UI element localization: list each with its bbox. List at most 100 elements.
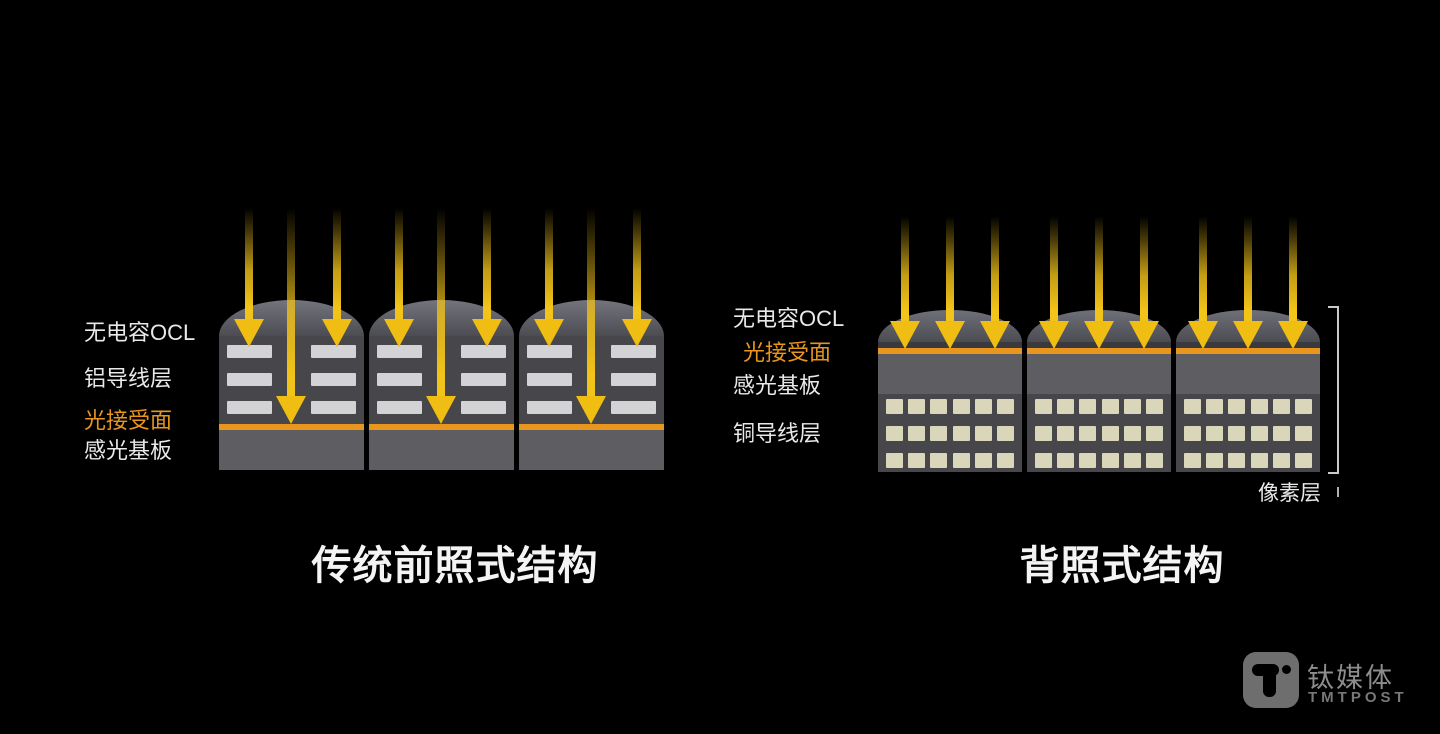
copper-pad: [930, 426, 948, 441]
label-fsi-light-surface: 光接受面: [84, 408, 173, 433]
copper-pad: [886, 453, 903, 468]
substrate-layer: [219, 430, 364, 470]
copper-pad: [1057, 399, 1075, 414]
substrate-layer: [519, 430, 664, 470]
light-ray-arrowhead: [1233, 321, 1263, 349]
aluminum-wiring-bar: [311, 401, 356, 414]
copper-pad: [1184, 399, 1201, 414]
substrate-layer: [369, 430, 514, 470]
aluminum-wiring-bar: [461, 345, 506, 358]
copper-pad: [908, 399, 926, 414]
light-ray-arrowhead: [980, 321, 1010, 349]
copper-pad: [930, 453, 948, 468]
light-ray-arrowhead: [1039, 321, 1069, 349]
light-ray-shaft: [587, 208, 595, 398]
copper-pad-row: [886, 399, 1014, 414]
copper-pad: [1079, 453, 1097, 468]
light-ray-arrowhead: [622, 319, 652, 347]
light-ray-arrowhead: [576, 396, 606, 424]
label-fsi-substrate: 感光基板: [84, 438, 173, 463]
light-ray-shaft: [1199, 216, 1207, 323]
copper-pad: [974, 453, 992, 468]
copper-pad: [1184, 453, 1201, 468]
copper-pad: [1101, 453, 1119, 468]
copper-pad: [1206, 453, 1224, 468]
copper-pad: [1272, 399, 1290, 414]
light-ray-arrowhead: [1278, 321, 1308, 349]
watermark-en-text: TMTPOST: [1308, 689, 1408, 706]
bsi-title: 背照式结构: [1019, 544, 1225, 588]
copper-pad: [1184, 426, 1201, 441]
copper-wiring-section: [878, 394, 1022, 472]
copper-pad-row: [886, 426, 1014, 441]
copper-pad: [1294, 399, 1312, 414]
light-ray-shaft: [901, 216, 909, 323]
aluminum-wiring-bar: [611, 401, 656, 414]
copper-pad-row: [1184, 453, 1312, 468]
aluminum-wiring-bar: [461, 401, 506, 414]
light-ray-shaft: [1050, 216, 1058, 323]
aluminum-wiring-bar: [227, 401, 272, 414]
label-bsi-ocl: 无电容OCL: [733, 306, 845, 331]
label-pixel-layer: 像素层: [1258, 482, 1321, 505]
light-ray-shaft: [483, 208, 491, 321]
light-ray-arrowhead: [534, 319, 564, 347]
copper-pad: [1294, 426, 1312, 441]
copper-pad: [952, 426, 970, 441]
watermark-cn-text: 钛媒体: [1307, 663, 1394, 693]
light-ray-shaft: [1244, 216, 1252, 323]
copper-pad-row: [1035, 399, 1163, 414]
aluminum-wiring-bar: [377, 401, 422, 414]
light-receiving-surface-line: [878, 348, 1022, 354]
copper-pad: [1228, 426, 1246, 441]
substrate-layer: [1176, 354, 1320, 394]
light-receiving-surface-line: [519, 424, 664, 430]
light-receiving-surface-line: [219, 424, 364, 430]
copper-pad: [996, 399, 1014, 414]
aluminum-wiring-bar: [611, 373, 656, 386]
copper-pad-row: [1035, 426, 1163, 441]
copper-pad-row: [1035, 453, 1163, 468]
fsi-title: 传统前照式结构: [311, 544, 599, 588]
label-bsi-substrate: 感光基板: [733, 373, 822, 398]
aluminum-wiring-bar: [311, 345, 356, 358]
light-ray-arrowhead: [322, 319, 352, 347]
light-ray-shaft: [1095, 216, 1103, 323]
copper-pad: [974, 426, 992, 441]
copper-wiring-section: [1027, 394, 1171, 472]
aluminum-wiring-bar: [527, 373, 572, 386]
copper-pad: [886, 399, 903, 414]
copper-pad: [1145, 426, 1163, 441]
copper-pad: [1035, 426, 1052, 441]
light-ray-shaft: [946, 216, 954, 323]
copper-pad: [1272, 453, 1290, 468]
copper-pad: [1250, 399, 1268, 414]
copper-pad: [1123, 426, 1141, 441]
copper-pad: [1035, 453, 1052, 468]
light-ray-arrowhead: [276, 396, 306, 424]
label-bsi-light-surface: 光接受面: [743, 340, 832, 365]
copper-pad-row: [1184, 399, 1312, 414]
copper-pad: [1228, 399, 1246, 414]
light-ray-arrowhead: [890, 321, 920, 349]
copper-pad-row: [1184, 426, 1312, 441]
copper-pad: [1057, 453, 1075, 468]
copper-pad: [930, 399, 948, 414]
light-ray-arrowhead: [234, 319, 264, 347]
label-fsi-aluminum-wiring: 铝导线层: [84, 366, 173, 391]
aluminum-wiring-bar: [377, 345, 422, 358]
copper-pad: [952, 453, 970, 468]
light-ray-shaft: [437, 208, 445, 398]
light-ray-shaft: [287, 208, 295, 398]
light-ray-shaft: [633, 208, 641, 321]
bsi-pixel-cell: [878, 310, 1022, 472]
copper-pad: [996, 453, 1014, 468]
pixel-layer-bracket: [1328, 306, 1339, 474]
copper-pad: [1145, 453, 1163, 468]
copper-pad: [1250, 453, 1268, 468]
copper-pad: [1101, 399, 1119, 414]
aluminum-wiring-bar: [227, 373, 272, 386]
copper-pad: [886, 426, 903, 441]
copper-pad: [1079, 399, 1097, 414]
light-ray-arrowhead: [1188, 321, 1218, 349]
